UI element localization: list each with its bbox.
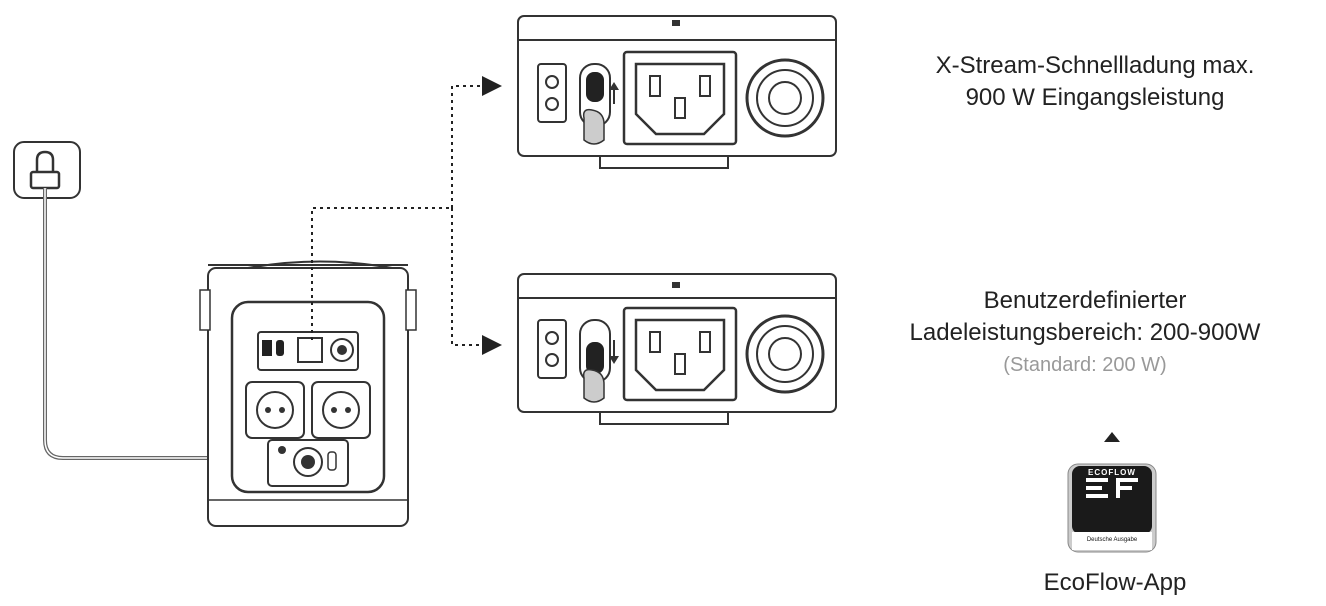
ecoflow-logo-icon (1067, 463, 1157, 553)
caption-default-note: (Standard: 200 W) (1003, 354, 1167, 376)
arrow-up-icon (609, 82, 619, 104)
custom-charging-caption: Benutzerdefinierter Ladeleistungsbereich… (850, 285, 1320, 381)
caption-line: X-Stream-Schnellladung max. (935, 52, 1255, 79)
caption-line: Ladeleistungsbereich: 200-900W (909, 319, 1261, 346)
caption-line: 900 W Eingangsleistung (965, 84, 1225, 111)
wall-socket-icon (13, 141, 81, 199)
ac-input-panel-icon (517, 273, 837, 425)
caption-line: Benutzerdefinierter (983, 287, 1187, 314)
power-station-icon (199, 260, 417, 527)
xstream-caption: X-Stream-Schnellladung max. 900 W Eingan… (870, 50, 1320, 114)
app-badge-brand: ECOFLOW (1088, 468, 1136, 477)
arrow-down-icon (609, 340, 619, 364)
ac-input-panel-icon (517, 15, 837, 169)
power-cable (43, 188, 270, 460)
app-badge-edition: Deutsche Ausgabe (1086, 537, 1138, 543)
connector-lines (311, 76, 502, 355)
app-label: EcoFlow-App (1043, 569, 1187, 596)
triangle-up-icon (1104, 432, 1120, 442)
